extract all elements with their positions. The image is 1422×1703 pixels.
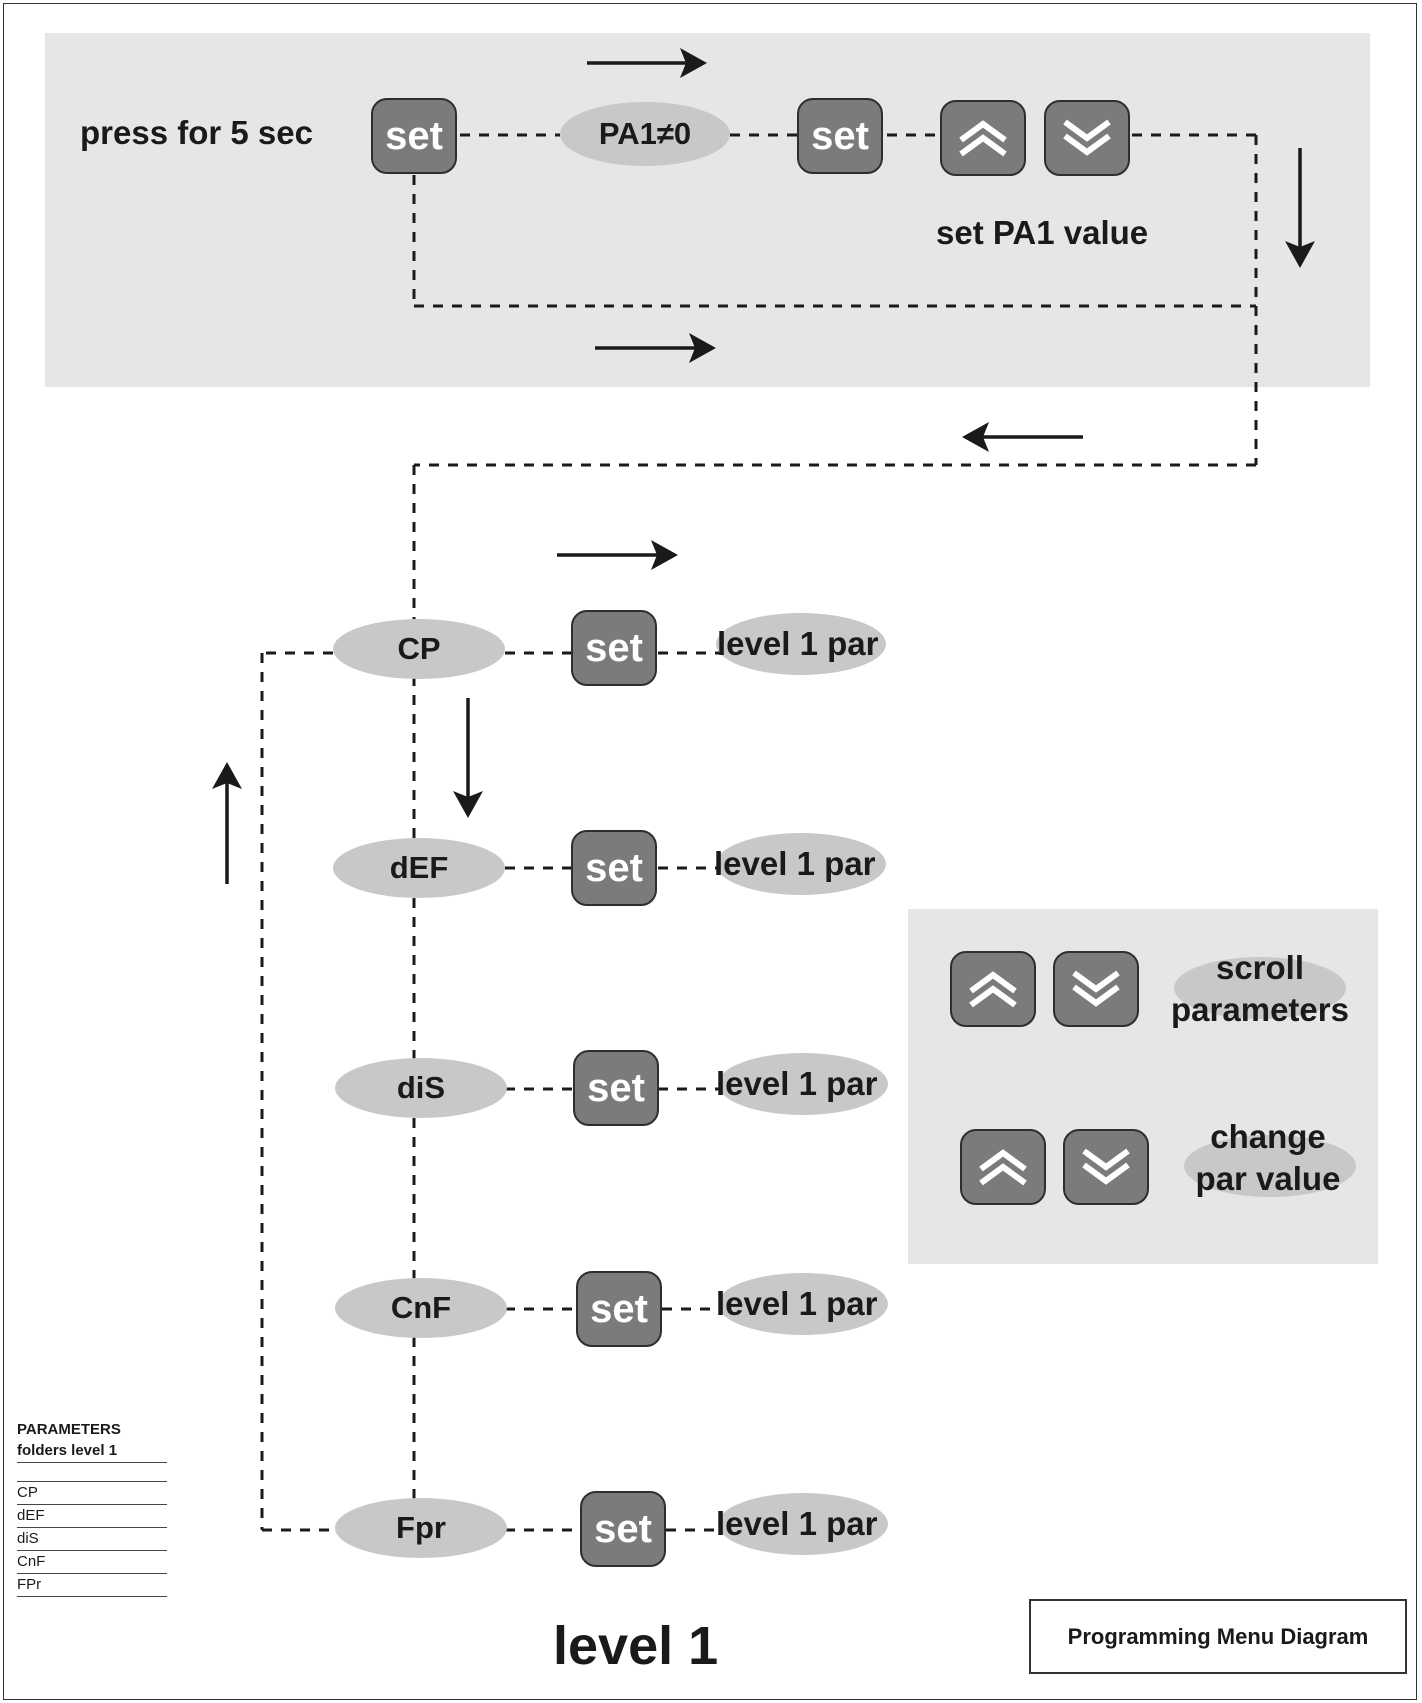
legend-subtitle: folders level 1 [17,1440,167,1463]
double-chevron-down-icon [1082,1148,1130,1185]
change-bubble [1184,1135,1356,1197]
legend-title: PARAMETERS [17,1421,121,1438]
level1-par-label: level 1 par [714,845,876,882]
double-chevron-up-icon [959,120,1007,157]
set-button[interactable]: set [371,98,457,174]
set-button-label: set [385,114,443,158]
folder-cnf: CnF [335,1278,507,1338]
set-button[interactable]: set [573,1050,659,1126]
level1-par-label: level 1 par [716,1285,878,1322]
folder-def: dEF [333,838,505,898]
scroll-down-button[interactable] [1053,951,1139,1027]
scroll-parameters-label: scroll parameters [1162,947,1358,1031]
set-button[interactable]: set [580,1491,666,1567]
set-button-label: set [587,1066,645,1110]
double-chevron-down-icon [1072,970,1120,1007]
set-button-label: set [811,114,869,158]
diagram-title-box: Programming Menu Diagram [1029,1599,1407,1674]
top-panel [45,33,1370,387]
folder-dis: diS [335,1058,507,1118]
change-par-value-label: change par value [1170,1116,1366,1200]
pa1-display: PA1≠0 [560,102,730,166]
down-button[interactable] [1044,100,1130,176]
up-button[interactable] [940,100,1026,176]
set-button-label: set [585,846,643,890]
arrow-icon [212,48,1315,884]
double-chevron-up-icon [979,1149,1027,1186]
pa1-label: PA1≠0 [598,116,692,151]
level1-par-bubble [718,1273,888,1335]
legend-item: CP [17,1482,167,1505]
legend-item: diS [17,1528,167,1551]
change-down-button[interactable] [1063,1129,1149,1205]
set-button-label: set [585,626,643,670]
level1-par-label: level 1 par [717,625,879,662]
folder-fpr: Fpr [335,1498,507,1558]
set-button[interactable]: set [576,1271,662,1347]
scroll-up-button[interactable] [950,951,1036,1027]
folder-cp: CP [333,619,505,679]
set-button[interactable]: set [571,610,657,686]
legend-item: dEF [17,1505,167,1528]
set-button[interactable]: set [797,98,883,174]
double-chevron-up-icon [969,971,1017,1008]
level1-par-label: level 1 par [716,1505,878,1542]
change-line2: par value [1195,1160,1341,1197]
level1-par-bubble [718,1493,888,1555]
level-heading: level 1 [553,1616,719,1676]
diagram-frame [3,3,1417,1700]
folder-label: diS [396,1070,446,1105]
folder-label: CP [397,631,441,666]
change-up-button[interactable] [960,1129,1046,1205]
scroll-line1: scroll [1215,949,1305,986]
scroll-line2: parameters [1171,991,1349,1028]
scroll-bubble [1174,957,1346,1019]
folder-label: dEF [389,850,449,885]
level1-par-bubble [716,613,886,675]
parameters-legend: PARAMETERS folders level 1 CP dEF diS Cn… [17,1420,167,1597]
folder-label: CnF [390,1290,452,1325]
press-instruction: press for 5 sec [80,114,313,151]
level1-par-label: level 1 par [716,1065,878,1102]
level1-par-bubble [716,833,886,895]
set-button[interactable]: set [571,830,657,906]
legend-item: FPr [17,1574,167,1597]
legend-item: CnF [17,1551,167,1574]
set-button-label: set [594,1507,652,1551]
set-pa1-value-label: set PA1 value [936,214,1149,251]
level1-par-bubble [718,1053,888,1115]
change-line1: change [1210,1118,1326,1155]
set-button-label: set [590,1287,648,1331]
diagram-title: Programming Menu Diagram [1067,1623,1369,1649]
folder-label: Fpr [396,1510,446,1545]
double-chevron-down-icon [1063,119,1111,156]
